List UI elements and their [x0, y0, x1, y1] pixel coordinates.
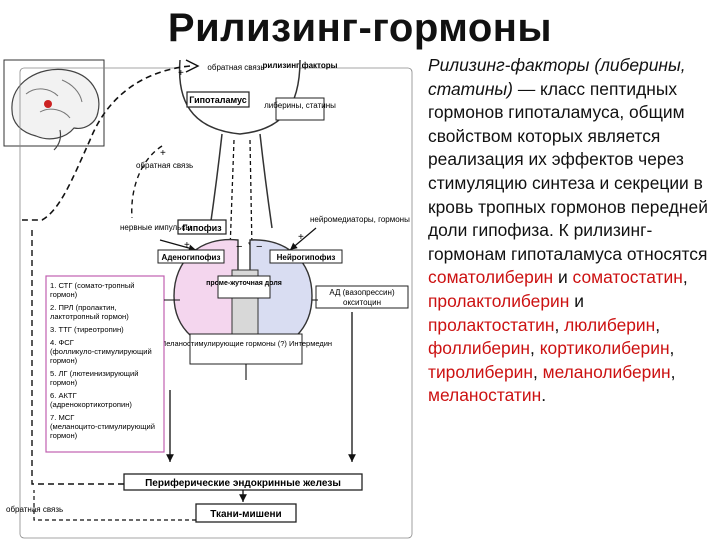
neuromediator-arrow: [289, 227, 317, 251]
hormone-list-item: (меланоцито-стимулирующий: [50, 422, 155, 431]
hypophysis-label: Гипофиз: [182, 223, 222, 233]
releasing-hormone-name: кортиколиберин: [539, 338, 670, 359]
hormone-list-item: 3. ТТГ (тиреотропин): [50, 325, 124, 334]
hormone-list-item: 1. СТГ (сомато-тропный: [50, 281, 135, 290]
adh-box: [315, 285, 409, 309]
intermediate-label: проме-жуточная доля: [206, 280, 282, 287]
nerve-impulses-label: нервные импульсы: [120, 223, 191, 232]
adh-label: АД (вазопрессин): [329, 288, 395, 297]
minus-sign-1: −: [236, 241, 242, 253]
target-tissues-label: Ткани-мишени: [210, 509, 281, 520]
releasing-hormone-name: пролактостатин: [428, 314, 555, 335]
plus-nerve: +: [184, 240, 190, 251]
releasing-hormone-name: соматостатин: [572, 267, 683, 288]
releasing-factors-label: рилизинг факторы: [263, 61, 338, 70]
separator: ,: [670, 361, 676, 382]
feedback-arrow-head: [185, 59, 200, 73]
intro-italic: Рилизинг-факторы (либерины, статины): [428, 55, 686, 99]
plus-neuro: +: [298, 232, 304, 243]
diagram-svg: Гипоталамус либерины, статины рилизинг ф…: [3, 59, 413, 539]
separator: и: [569, 290, 584, 311]
minus-sign-2: −: [256, 241, 262, 253]
feedback-side-label: обратная связь: [136, 161, 193, 170]
hypothalamus-label: Гипоталамус: [189, 95, 247, 105]
feedback-loop-top: [22, 65, 191, 221]
intro-rest: — класс пептидных гормонов гипоталамуса,…: [428, 78, 708, 264]
adenohypophysis-box: [157, 249, 225, 264]
description-text: Рилизинг-факторы (либерины, статины) — к…: [428, 54, 718, 408]
releasing-hormone-name: соматолиберин: [428, 267, 554, 288]
portal-vessel-1: [226, 139, 235, 251]
hormone-list-item: 7. МСГ: [50, 413, 74, 422]
msh-box: [189, 333, 303, 365]
releasing-hormone-list: соматолиберин и соматостатин, пролактоли…: [428, 267, 688, 405]
plus-sign-top: +: [178, 68, 184, 79]
hormone-list-item: 6. АКТГ: [50, 391, 77, 400]
feedback-loop-side: [131, 145, 163, 219]
hormone-list-item: гормон): [50, 378, 78, 387]
target-tissues-box: [195, 503, 297, 523]
separator: ,: [554, 314, 565, 335]
separator: .: [541, 385, 547, 406]
separator: ,: [682, 267, 688, 288]
hormone-list-box: [45, 275, 165, 453]
releasing-hormone-name: фоллиберин: [428, 338, 531, 359]
hormone-list-item: гормон): [50, 356, 78, 365]
separator: ,: [655, 314, 661, 335]
separator: ,: [669, 338, 675, 359]
neurohypophysis-label: Нейрогипофиз: [277, 253, 336, 262]
hormone-list-item: (фолликуло-стимулирующий: [50, 347, 152, 356]
releasing-hormone-name: пролактолиберин: [428, 290, 570, 311]
portal-vessel-2: [247, 139, 256, 251]
hormone-list-item: гормон): [50, 290, 78, 299]
brain-sketch-icon: [3, 59, 105, 151]
releasing-hormone-name: тиролиберин: [428, 361, 533, 382]
hypophysis-box: [177, 219, 227, 235]
intermediate-box: [217, 275, 271, 299]
feedback-top-label: обратная связь: [207, 63, 264, 72]
hormone-list-item: лактотропный гормон): [50, 312, 129, 321]
neurohypophysis-box: [269, 249, 343, 264]
hormone-list-item: (адренокортикотропин): [50, 400, 132, 409]
hormone-list-item: 2. ПРЛ (пролактин,: [50, 303, 117, 312]
msh-label: Меланостимулирующие гормоны (?) Интермед…: [160, 339, 332, 348]
separator: ,: [532, 361, 543, 382]
releasing-hormone-name: меланостатин: [428, 385, 542, 406]
nerve-arrow: [159, 239, 197, 252]
plus-sign-side: +: [160, 148, 166, 159]
separator: и: [553, 267, 573, 288]
feedback-loop-bottom: [31, 230, 124, 485]
oxytocin-label: окситоцин: [343, 298, 381, 307]
liberins-label: либерины, статины: [264, 101, 336, 110]
separator: ,: [530, 338, 540, 359]
feedback-from-tissue: [33, 490, 196, 521]
releasing-hormone-name: меланолиберин: [542, 361, 671, 382]
hormone-list-item: гормон): [50, 431, 78, 440]
feedback-bottom-label: обратная связь: [6, 505, 63, 514]
hypothalamus-pituitary-diagram: Гипоталамус либерины, статины рилизинг ф…: [0, 50, 420, 540]
hormone-list-item: 4. ФСГ: [50, 338, 74, 347]
hormone-list-item: 5. ЛГ (лютеинизирующий: [50, 369, 139, 378]
peripheral-glands-label: Периферические эндокринные железы: [145, 477, 341, 489]
hypothalamus-box: [186, 91, 250, 108]
page-title: Рилизинг-гормоны: [167, 6, 553, 50]
adenohypophysis-label: Аденогипофиз: [162, 253, 221, 262]
releasing-hormone-name: люлиберин: [564, 314, 656, 335]
liberins-box: [275, 97, 325, 121]
neuromediators-label: нейромедиаторы, гормоны: [310, 215, 410, 224]
pituitary-stalk: [209, 133, 273, 229]
